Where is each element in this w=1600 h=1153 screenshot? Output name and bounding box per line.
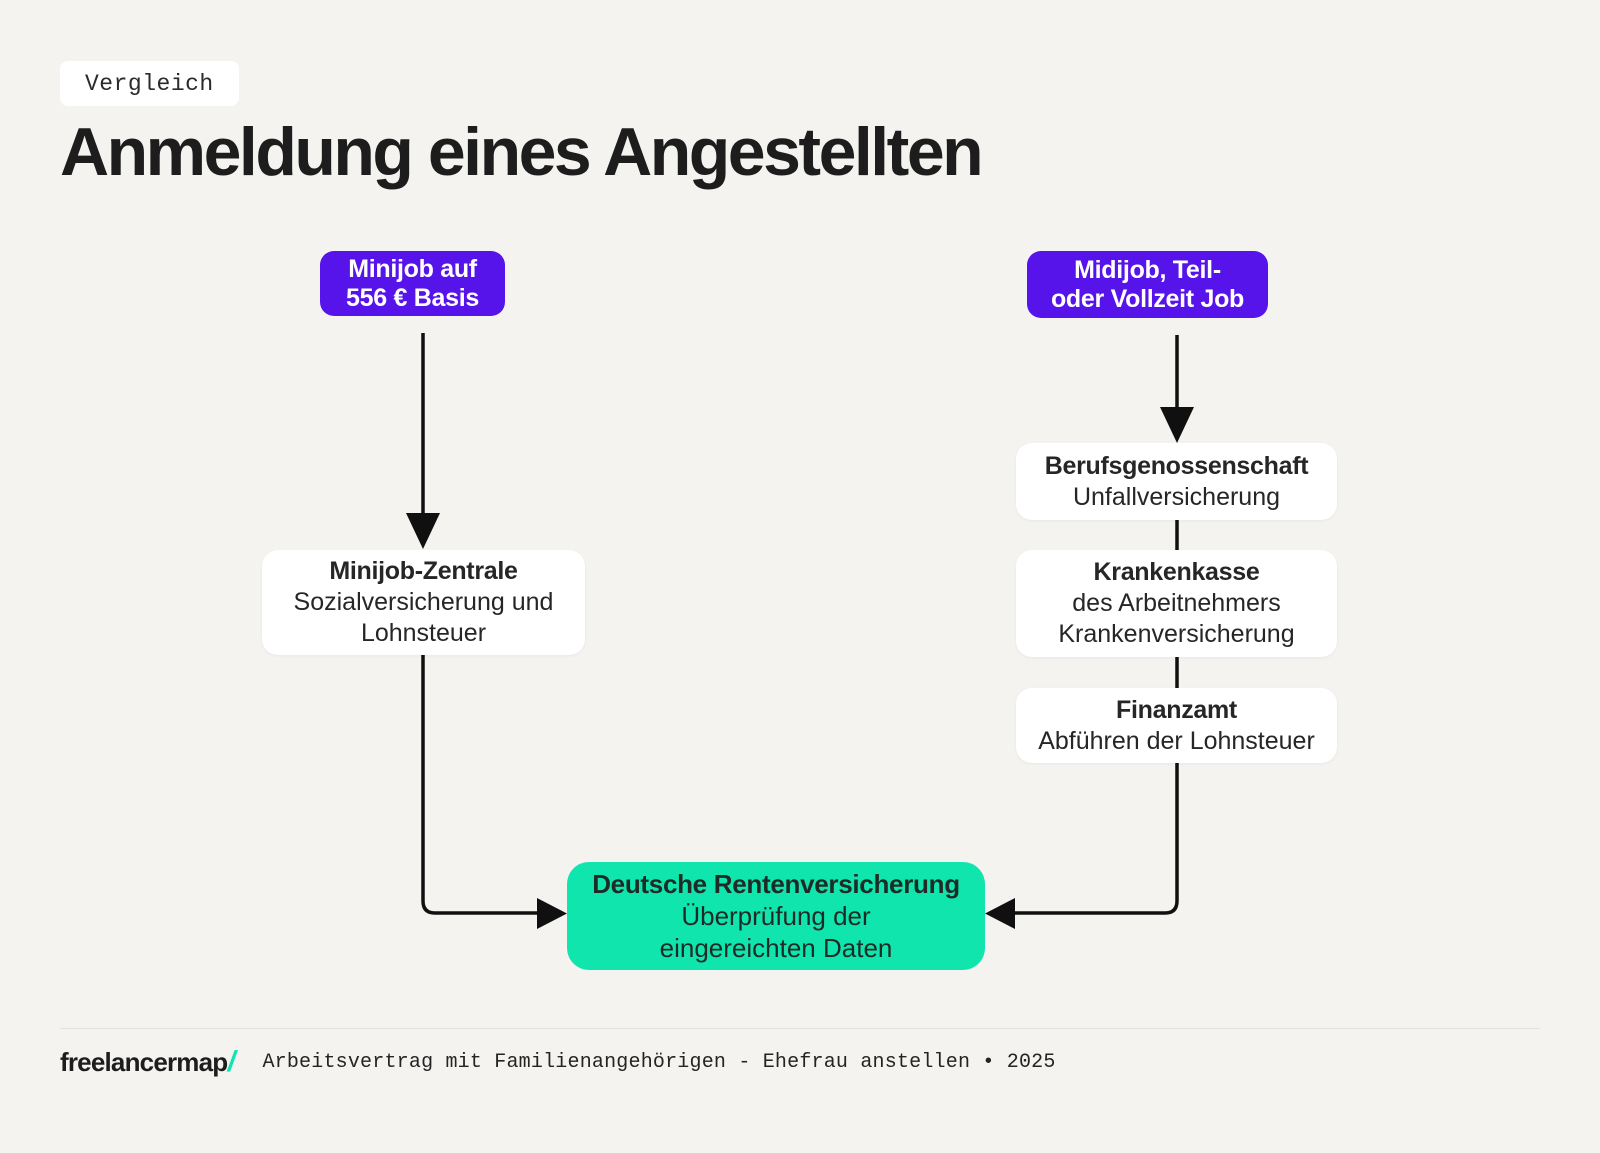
node-line: 556 € Basis <box>346 283 479 312</box>
node-line: Midijob, Teil- <box>1074 255 1221 284</box>
node-title: Berufsgenossenschaft <box>1044 451 1309 480</box>
node-subtitle: Lohnsteuer <box>360 619 487 647</box>
node-minijob-zentrale: Minijob-Zentrale Sozialversicherung und … <box>262 550 585 655</box>
node-subtitle: Sozialversicherung und <box>293 588 554 616</box>
connector-minijob-to-merge <box>421 654 537 915</box>
node-subtitle: Abführen der Lohnsteuer <box>1038 726 1315 755</box>
footer: freelancermap/ Arbeitsvertrag mit Famili… <box>60 1042 1056 1082</box>
footer-caption: Arbeitsvertrag mit Familienangehörigen -… <box>262 1050 1056 1074</box>
node-minijob-root: Minijob auf 556 € Basis <box>320 251 505 316</box>
node-title: Minijob-Zentrale <box>329 557 518 585</box>
node-title: Deutsche Rentenversicherung <box>592 869 960 899</box>
freelancermap-logo: freelancermap <box>60 1046 228 1077</box>
page-title: Anmeldung eines Angestellten <box>60 114 984 190</box>
node-deutsche-rentenversicherung: Deutsche Rentenversicherung Überprüfung … <box>567 862 985 970</box>
badge-label: Vergleich <box>85 70 214 97</box>
footer-divider <box>60 1028 1540 1029</box>
node-finanzamt: Finanzamt Abführen der Lohnsteuer <box>1016 688 1337 763</box>
node-subtitle: Krankenversicherung <box>1058 620 1295 648</box>
node-subtitle: des Arbeitnehmers <box>1072 589 1281 617</box>
arrow-down-icon <box>406 513 440 549</box>
node-subtitle: Überprüfung der <box>681 901 871 931</box>
node-line: oder Vollzeit Job <box>1050 284 1245 313</box>
node-subtitle: eingereichten Daten <box>659 933 893 963</box>
node-subtitle: Unfallversicherung <box>1072 482 1281 511</box>
node-berufsgenossenschaft: Berufsgenossenschaft Unfallversicherung <box>1016 443 1337 520</box>
arrow-right-icon <box>537 898 567 929</box>
logo-slash-icon: / <box>225 1045 240 1078</box>
arrow-down-icon <box>1160 407 1194 443</box>
node-title: Finanzamt <box>1116 695 1237 724</box>
node-line: Minijob auf <box>348 254 477 283</box>
node-midijob-root: Midijob, Teil- oder Vollzeit Job <box>1027 251 1268 318</box>
connector-finanzamt-to-merge <box>1015 762 1179 915</box>
category-badge: Vergleich <box>60 61 239 106</box>
node-krankenkasse: Krankenkasse des Arbeitnehmers Krankenve… <box>1016 550 1337 657</box>
arrow-left-icon <box>985 898 1015 929</box>
node-title: Krankenkasse <box>1093 558 1260 586</box>
